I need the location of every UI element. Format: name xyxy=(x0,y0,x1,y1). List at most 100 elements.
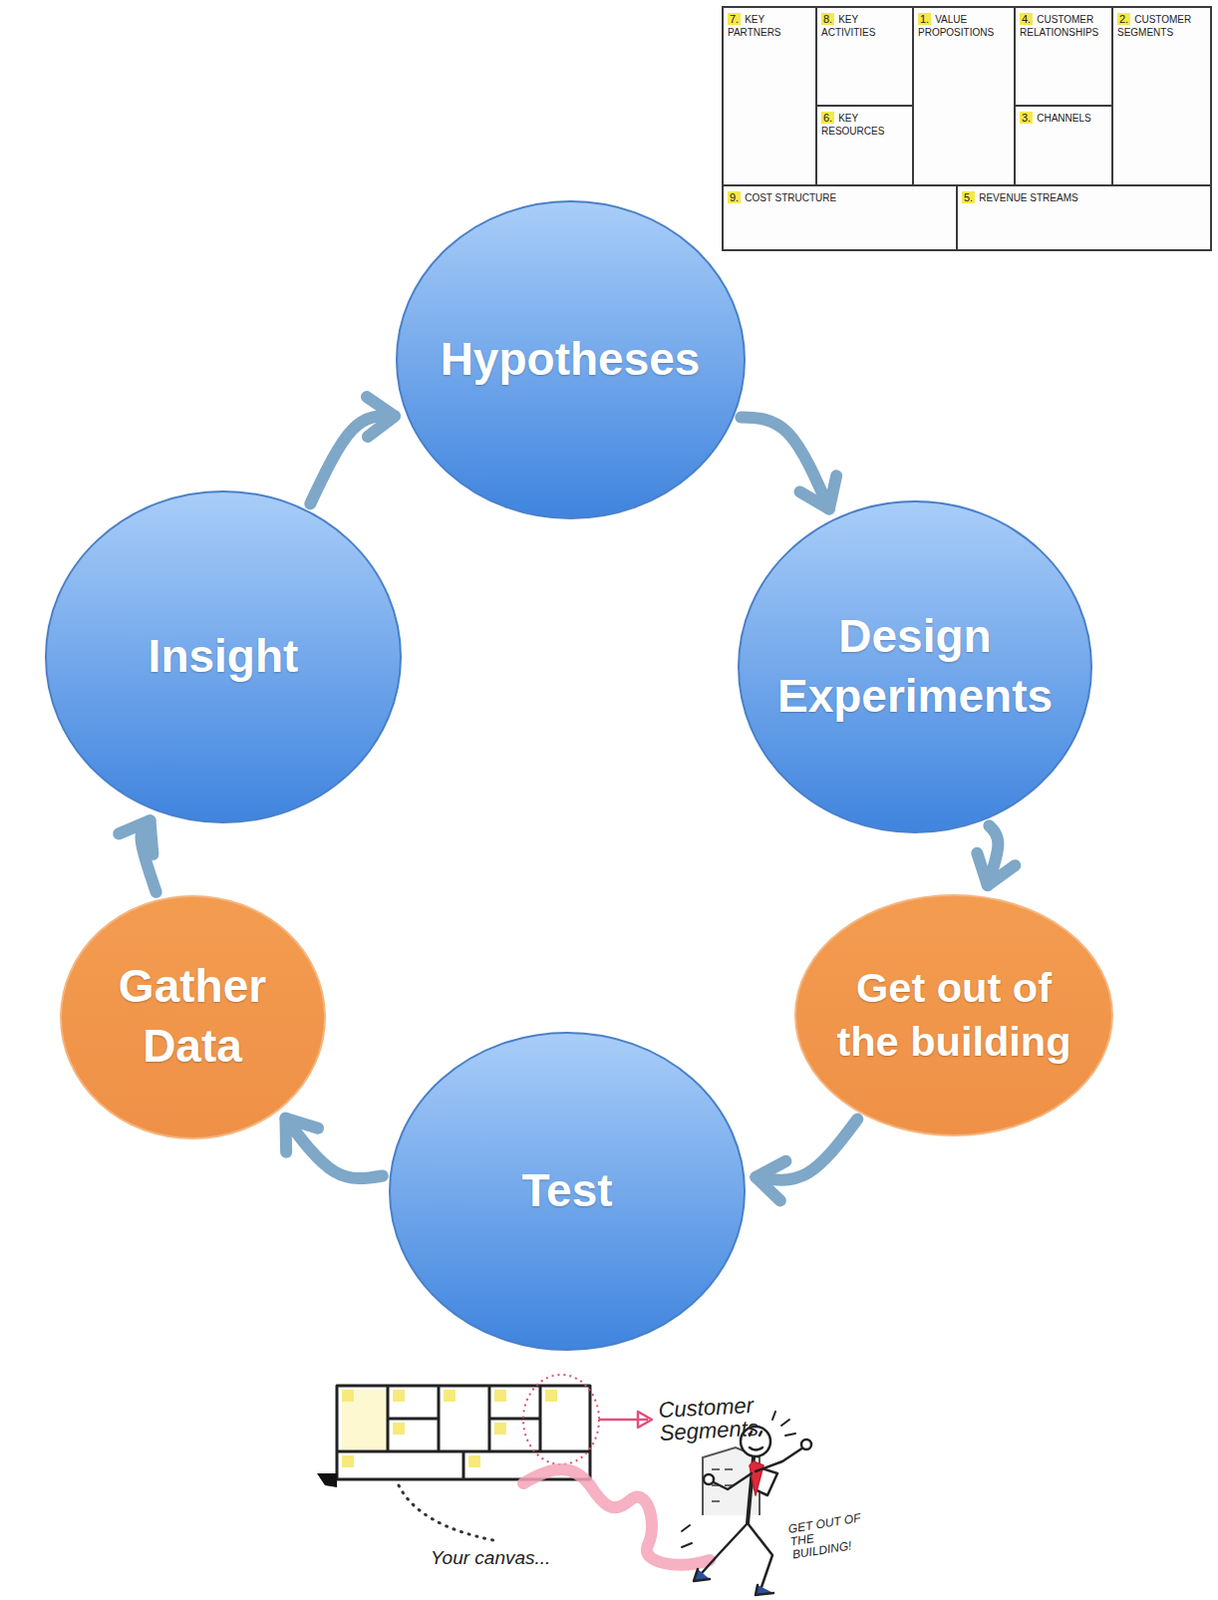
arrow-head xyxy=(755,1161,786,1202)
callout-number: 3. xyxy=(1019,111,1033,124)
sketch-stroke xyxy=(711,1473,752,1490)
step-label: Gather Data xyxy=(90,956,295,1077)
text-holder: 8.KEY ACTIVITIES xyxy=(821,11,909,39)
step-label: Insight xyxy=(148,626,300,687)
sketch-stroke xyxy=(703,1474,714,1485)
text-holder: 3.CHANNELS xyxy=(1019,110,1108,125)
node-outline xyxy=(389,1032,745,1350)
text-holder: Design Experiments xyxy=(736,499,1094,835)
canvas-block: 4.CUSTOMER RELATIONSHIPS xyxy=(1013,5,1114,107)
cycle-arrow xyxy=(285,1118,382,1179)
node-shape xyxy=(793,893,1115,1138)
node-outline xyxy=(60,896,325,1139)
cycle-step: Test xyxy=(387,1030,747,1352)
cycle-step: Hypotheses xyxy=(394,199,747,521)
text-holder: Insight xyxy=(43,489,403,825)
text-holder: Test xyxy=(387,1030,747,1352)
sketch-stroke xyxy=(693,1568,710,1581)
canvas-block: 6.KEY RESOURCES xyxy=(815,104,914,187)
callout-number: 1. xyxy=(917,12,931,25)
arrow-head xyxy=(118,820,153,855)
arrow-head xyxy=(366,396,395,437)
text-holder: 7.KEY PARTNERS xyxy=(727,11,812,39)
sketch-stroke xyxy=(755,1584,774,1595)
sketch-note: Customer Segments xyxy=(657,1392,772,1445)
sketch-stroke xyxy=(392,1422,405,1435)
step-label: Test xyxy=(521,1161,612,1221)
text-holder: 2.CUSTOMER SEGMENTS xyxy=(1117,11,1207,39)
sketch-stroke xyxy=(749,1461,764,1496)
callout-number: 7. xyxy=(727,12,741,25)
text-holder: 6.KEY RESOURCES xyxy=(821,110,909,138)
sketch-stroke xyxy=(341,1389,354,1402)
sketch-stroke xyxy=(545,1389,558,1402)
sketch-stroke xyxy=(599,1411,652,1428)
cycle-step: Get out of the building xyxy=(793,893,1115,1138)
node-outline xyxy=(45,491,401,823)
cycle-step: Insight xyxy=(43,489,403,825)
sketch-stroke xyxy=(316,1473,337,1488)
canvas-block: 9.COST STRUCTURE xyxy=(721,184,958,252)
callout-number: 8. xyxy=(821,12,835,25)
sketch-stroke xyxy=(747,1522,773,1587)
cycle-arrow xyxy=(309,396,395,504)
sketch-stroke xyxy=(755,1447,804,1472)
node-outline xyxy=(738,501,1092,833)
sketch-stroke xyxy=(801,1439,812,1450)
arrow-head xyxy=(285,1118,318,1153)
callout-number: 5. xyxy=(961,191,975,204)
sketch-stroke xyxy=(701,1522,748,1573)
callout-number: 2. xyxy=(1117,12,1131,25)
text-holder: 9.COST STRUCTURE xyxy=(727,190,952,205)
step-label: Get out of the building xyxy=(832,960,1077,1069)
text-holder: 1.VALUE PROPOSITIONS xyxy=(917,11,1010,39)
node-outline xyxy=(396,201,745,519)
canvas-block: 5.REVENUE STREAMS xyxy=(955,184,1213,252)
step-label: Design Experiments xyxy=(777,607,1053,727)
canvas-block: 2.CUSTOMER SEGMENTS xyxy=(1111,5,1213,187)
canvas-sketch xyxy=(316,1374,652,1540)
block-name: REVENUE STREAMS xyxy=(978,192,1078,204)
node-outline xyxy=(795,895,1113,1136)
sketch-stroke xyxy=(681,1524,692,1547)
sketch-stroke xyxy=(443,1389,456,1402)
cycle-arrow xyxy=(755,1119,858,1202)
path-squiggle xyxy=(523,1469,710,1565)
cycle-arrow xyxy=(118,820,156,893)
sketch-stroke xyxy=(772,1411,796,1436)
sketch-stroke xyxy=(341,1389,389,1450)
sketch-stroke xyxy=(468,1455,481,1468)
callout-number: 9. xyxy=(727,191,741,204)
cycle-step: Design Experiments xyxy=(736,499,1094,835)
sketch-note: GET OUT OF THE BUILDING! xyxy=(787,1510,875,1562)
cycle-arrow xyxy=(740,417,837,510)
canvas-block: 1.VALUE PROPOSITIONS xyxy=(912,5,1016,187)
node-shape xyxy=(736,499,1094,835)
sketch-stroke xyxy=(398,1485,494,1540)
callout-number: 6. xyxy=(821,111,835,124)
cycle-step: Gather Data xyxy=(58,894,327,1141)
text-holder: Hypotheses xyxy=(394,199,747,521)
step-label: Hypotheses xyxy=(440,329,701,390)
block-name: COST STRUCTURE xyxy=(744,192,837,204)
cycle-arrow xyxy=(976,825,1015,886)
canvas-block: 7.KEY PARTNERS xyxy=(721,5,818,187)
block-name: CHANNELS xyxy=(1036,112,1091,124)
sketch-stroke xyxy=(494,1422,507,1435)
arrow-head xyxy=(800,475,838,509)
arrow-line xyxy=(285,1118,382,1179)
canvas-block: 8.KEY ACTIVITIES xyxy=(815,5,914,107)
sketch-stroke xyxy=(341,1455,354,1468)
sketch-note: Your canvas... xyxy=(430,1546,581,1570)
node-shape xyxy=(58,894,327,1141)
callout-number: 4. xyxy=(1019,12,1033,25)
arrow-head xyxy=(976,853,1015,886)
sketch-stroke xyxy=(392,1389,405,1402)
sketch-stroke xyxy=(494,1389,507,1402)
text-holder: Get out of the building xyxy=(793,893,1115,1138)
canvas-block: 3.CHANNELS xyxy=(1013,104,1114,187)
text-holder: Gather Data xyxy=(58,894,327,1141)
text-holder: 5.REVENUE STREAMS xyxy=(961,190,1207,205)
